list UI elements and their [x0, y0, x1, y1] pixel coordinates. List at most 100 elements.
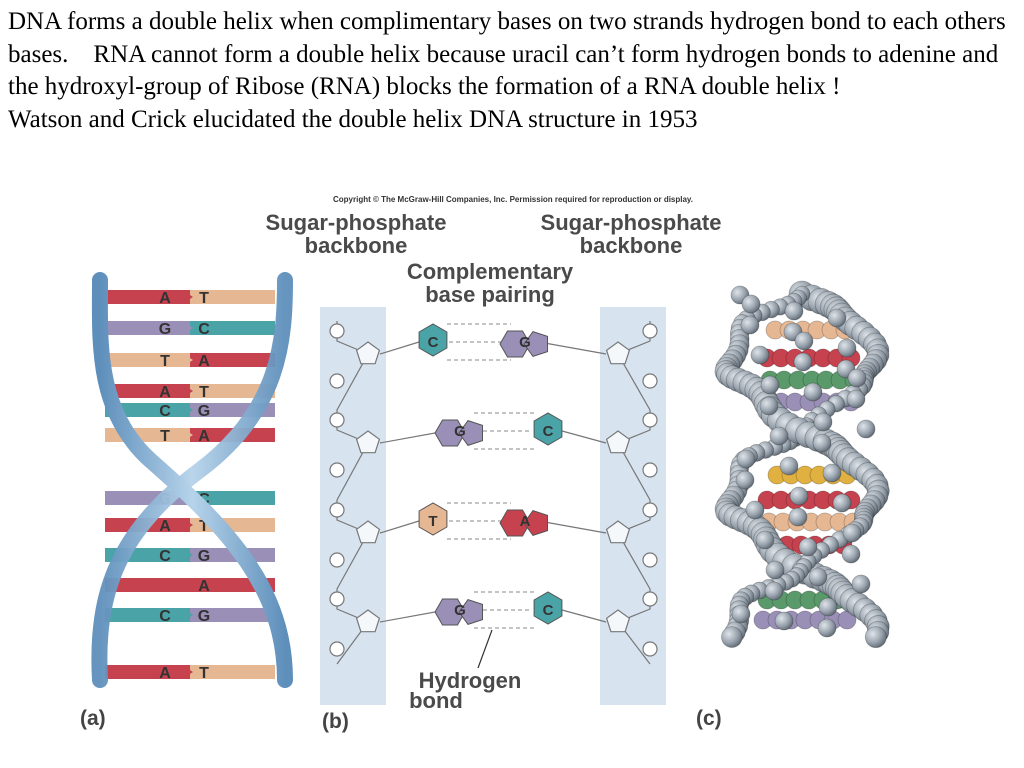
backbone-atom — [765, 560, 785, 580]
rung-base-right: T — [199, 290, 209, 307]
rung-left-half — [105, 321, 190, 335]
rung-base-left: G — [159, 321, 171, 338]
rung-base-right: G — [198, 548, 210, 565]
base-letter: T — [428, 513, 437, 530]
base-ring — [418, 323, 448, 357]
backbone-atom — [842, 523, 862, 543]
rung-right-half — [190, 321, 275, 335]
phosphate-circle — [642, 373, 658, 389]
backbone-atom — [841, 544, 861, 564]
backbone-atom — [812, 433, 832, 453]
rung-base-right: A — [198, 428, 210, 445]
backbone-atom — [851, 574, 871, 594]
backbone-atom — [817, 618, 837, 638]
panel-c-label: (c) — [696, 707, 722, 730]
base-ring — [533, 412, 563, 446]
rung-base-left: C — [159, 548, 171, 565]
backbone-atom — [735, 470, 755, 490]
backbone-atom — [759, 396, 779, 416]
paragraph-watson-crick: Watson and Crick elucidated the double h… — [8, 105, 698, 133]
base-ring — [533, 591, 563, 625]
phosphate-circle — [642, 641, 658, 657]
paragraph-helix-explanation: DNA forms a double helix when compliment… — [8, 8, 1012, 100]
sugar-pentagon — [605, 341, 631, 365]
rung-right-half — [190, 665, 275, 679]
label-complementary: Complementary — [407, 259, 574, 284]
rung-base-left: A — [159, 518, 171, 535]
rung-base-left: C — [159, 608, 171, 625]
rung-base-right: A — [198, 578, 210, 595]
rung-left-half — [105, 384, 190, 398]
rung-base-right: G — [198, 608, 210, 625]
rung-arrow — [184, 519, 193, 531]
rung-arrow — [184, 579, 193, 591]
rung-right-half — [190, 290, 275, 304]
base-letter: G — [454, 423, 466, 440]
backbone-atom — [837, 338, 857, 358]
backbone-atom — [808, 567, 828, 587]
backbone-atom — [827, 308, 847, 328]
base-letter: C — [543, 423, 554, 440]
rung-base-right: T — [199, 518, 209, 535]
base-ring — [499, 509, 531, 537]
backbone-atom — [764, 581, 784, 601]
phosphate-circle — [642, 412, 658, 428]
backbone-atom — [818, 597, 838, 617]
rung-arrow — [184, 322, 193, 334]
sugar-pentagon — [355, 609, 381, 633]
sugar-pentagon — [355, 430, 381, 454]
phosphate-circle — [329, 502, 345, 518]
base-ring — [434, 598, 466, 626]
backbone-atom — [731, 604, 751, 624]
panel-b-chains — [329, 321, 658, 665]
backbone-atom — [750, 345, 770, 365]
panel-a-label: (a) — [80, 707, 106, 730]
rung-left-half — [105, 290, 190, 304]
sugar-pentagon — [355, 520, 381, 544]
hydrogen-bond-dashes — [447, 502, 511, 540]
rung-arrow — [184, 429, 193, 441]
rung-arrow — [184, 549, 193, 561]
phosphate-circle — [642, 591, 658, 607]
backbone-atom — [769, 426, 789, 446]
hydrogen-bond-dashes — [447, 323, 511, 361]
rung-arrow — [184, 291, 193, 303]
backbone-atom — [813, 412, 833, 432]
backbone-atom — [847, 368, 867, 388]
backbone-atom — [822, 463, 842, 483]
phosphate-circle — [329, 591, 345, 607]
rung-base-right: T — [199, 665, 209, 682]
backbone-atom — [798, 537, 818, 557]
copyright-notice: Copyright © The McGraw-Hill Companies, I… — [333, 195, 693, 204]
base-ring — [523, 331, 548, 357]
phosphate-circle — [329, 462, 345, 478]
sugar-pentagon — [605, 520, 631, 544]
backbone-atom — [755, 530, 775, 550]
backbone-atom — [760, 375, 780, 395]
phosphate-circle — [642, 462, 658, 478]
rung-base-left: A — [159, 665, 171, 682]
base-ring — [434, 419, 466, 447]
label-hydrogen: Hydrogen — [419, 668, 522, 693]
label-backbone-left: backbone — [305, 233, 408, 258]
hydrogen-bond-pointer — [477, 629, 493, 669]
hydrogen-bond-dashes — [474, 412, 534, 450]
label-base-pairing: base pairing — [425, 282, 555, 307]
phosphate-circle — [642, 552, 658, 568]
slide-text: DNA forms a double helix when compliment… — [8, 6, 1018, 136]
rung-base-left: C — [159, 403, 171, 420]
backbone-atom — [740, 315, 760, 335]
rung-arrow — [184, 354, 193, 366]
base-ring — [418, 502, 448, 536]
label-sugar-phosphate-left: Sugar-phosphate — [266, 210, 447, 235]
rung-arrow — [184, 609, 193, 621]
backbone-atom — [736, 449, 756, 469]
sugar-pentagon — [355, 341, 381, 365]
